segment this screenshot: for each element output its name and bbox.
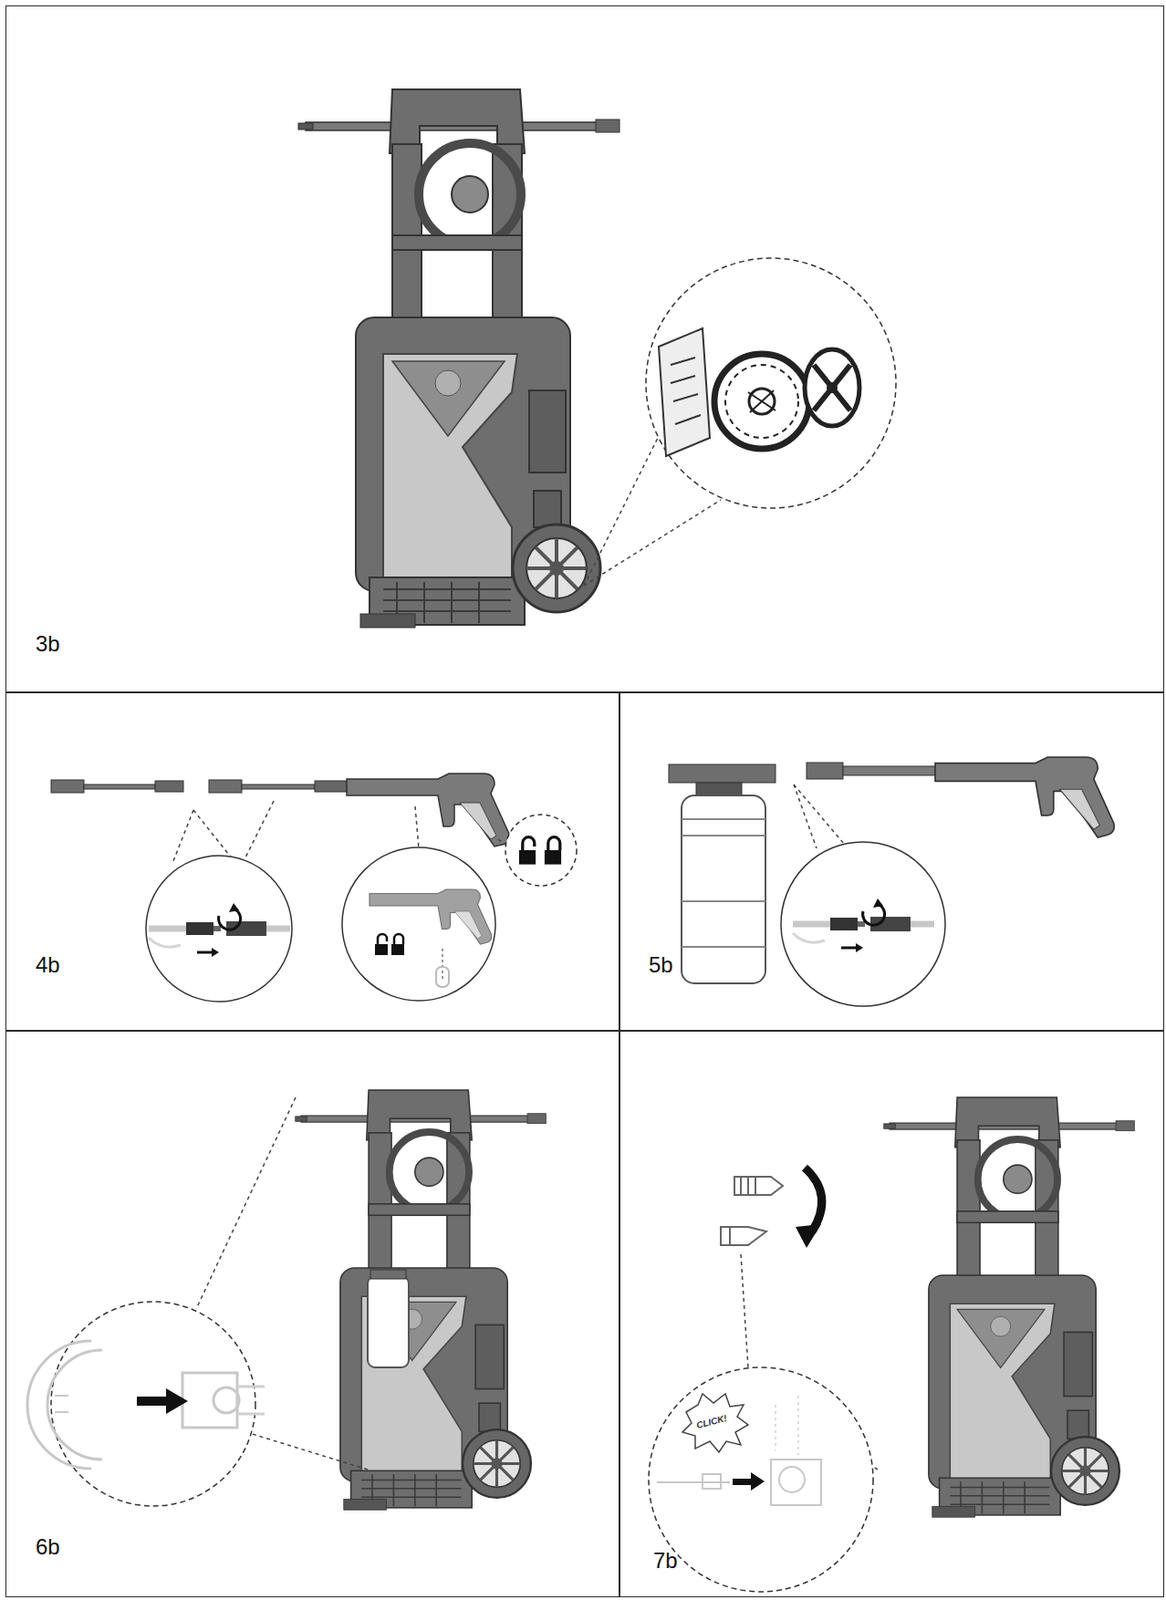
panel-3b-art-part (658, 328, 710, 457)
panel-4b-art-part (346, 773, 510, 847)
panel-5b-art-part (793, 784, 844, 849)
panel-6b-art-part (136, 1396, 168, 1406)
panel-3b-art-part (298, 89, 620, 628)
panel-7b-art-part (656, 1481, 730, 1484)
panel-label: 6b (35, 1534, 61, 1561)
panel-5b-art (668, 757, 1114, 1007)
panel-6b-art (27, 1090, 546, 1510)
panel-7b-art-part (779, 1467, 805, 1493)
panel-5b-art-part (792, 898, 935, 953)
panel-5b-art-part (780, 842, 946, 1007)
panel-3b-art-part (749, 388, 775, 415)
panel-4b-art-part (83, 784, 156, 790)
panel-3b-art-part (813, 364, 851, 411)
panel-7b-art (648, 1097, 1135, 1593)
panel-7b-art-part (720, 1227, 767, 1246)
panel-7b-art-part (884, 1097, 1135, 1518)
panel-6b-art-part (27, 1341, 103, 1469)
panel-7b-art-part (775, 1395, 799, 1456)
panel-4b-art-part (155, 780, 184, 792)
panel-4b-art-part (436, 967, 449, 988)
panel-4b-art-part (208, 780, 242, 793)
panel-3b-art-part (826, 382, 838, 394)
panel-7b-art-part (804, 1167, 823, 1232)
panel-5b-art-part (935, 757, 1114, 838)
panel-7b-art-part (732, 1478, 753, 1486)
panel-6b-art-part (213, 1387, 240, 1414)
panel-6b-art-part (237, 1386, 265, 1415)
panel-3b-art-part (804, 349, 860, 427)
panel-4b-art (51, 773, 577, 1002)
panel-box: 4b (5, 692, 620, 1031)
panel-4b-art-part (241, 784, 315, 790)
panel-6b-art-part (367, 1276, 409, 1368)
panel-4b-art-part (374, 934, 388, 956)
panel-6b-art-part (166, 1388, 188, 1415)
panel-4b-art-part (314, 780, 347, 792)
panel-4b-art-part (544, 837, 562, 865)
panel-7b-art-part (795, 1224, 822, 1249)
panel-box: 7b (619, 1030, 1165, 1598)
panel-6b-art-part (54, 1395, 69, 1413)
panel-4b-art-part (519, 837, 536, 865)
panel-3b-art-part (645, 258, 896, 509)
panel-4b-art-part (505, 814, 577, 886)
panel-4b-art-part (342, 847, 496, 1001)
panel-5b-art-part (806, 762, 844, 780)
panel-box: 6b (5, 1030, 620, 1598)
panel-7b-art-part (702, 1474, 721, 1489)
panel-6b-art-part (295, 1090, 547, 1510)
panel-7b-art-part (750, 1472, 765, 1491)
panel-4b-art-part (145, 855, 292, 1002)
panel-3b-art (298, 89, 896, 628)
panel-4b-art-part (173, 801, 511, 862)
panel-label: 7b (653, 1548, 678, 1574)
panel-3b-art-part (714, 353, 810, 449)
panel-3b-art-part (748, 390, 776, 413)
panel-6b-art-part (51, 1301, 256, 1507)
panel-3b-art-part (725, 364, 799, 438)
panel-label: 3b (35, 631, 61, 657)
panel-label: 4b (35, 952, 61, 979)
panel-box: 3b (5, 5, 1165, 693)
panel-7b-art-part (682, 1394, 749, 1453)
panel-6b-art-part (370, 1270, 407, 1280)
panel-7b-art-part (770, 1459, 822, 1506)
panel-4b-art-part (441, 948, 444, 981)
panel-7b-art-part (648, 1367, 874, 1593)
panel-4b-art-part (148, 903, 291, 958)
panel-4b-art-part (391, 934, 405, 956)
panel-5b-art-part (843, 766, 944, 776)
panel-6b-art-part (182, 1373, 238, 1428)
panel-7b-art-part (734, 1176, 783, 1196)
panel-4b-art-part (369, 889, 492, 945)
panel-label: 5b (648, 952, 674, 979)
panel-4b-art-part (51, 780, 84, 793)
panel-5b-art-part (668, 764, 776, 984)
panel-box: 5b (619, 692, 1165, 1031)
